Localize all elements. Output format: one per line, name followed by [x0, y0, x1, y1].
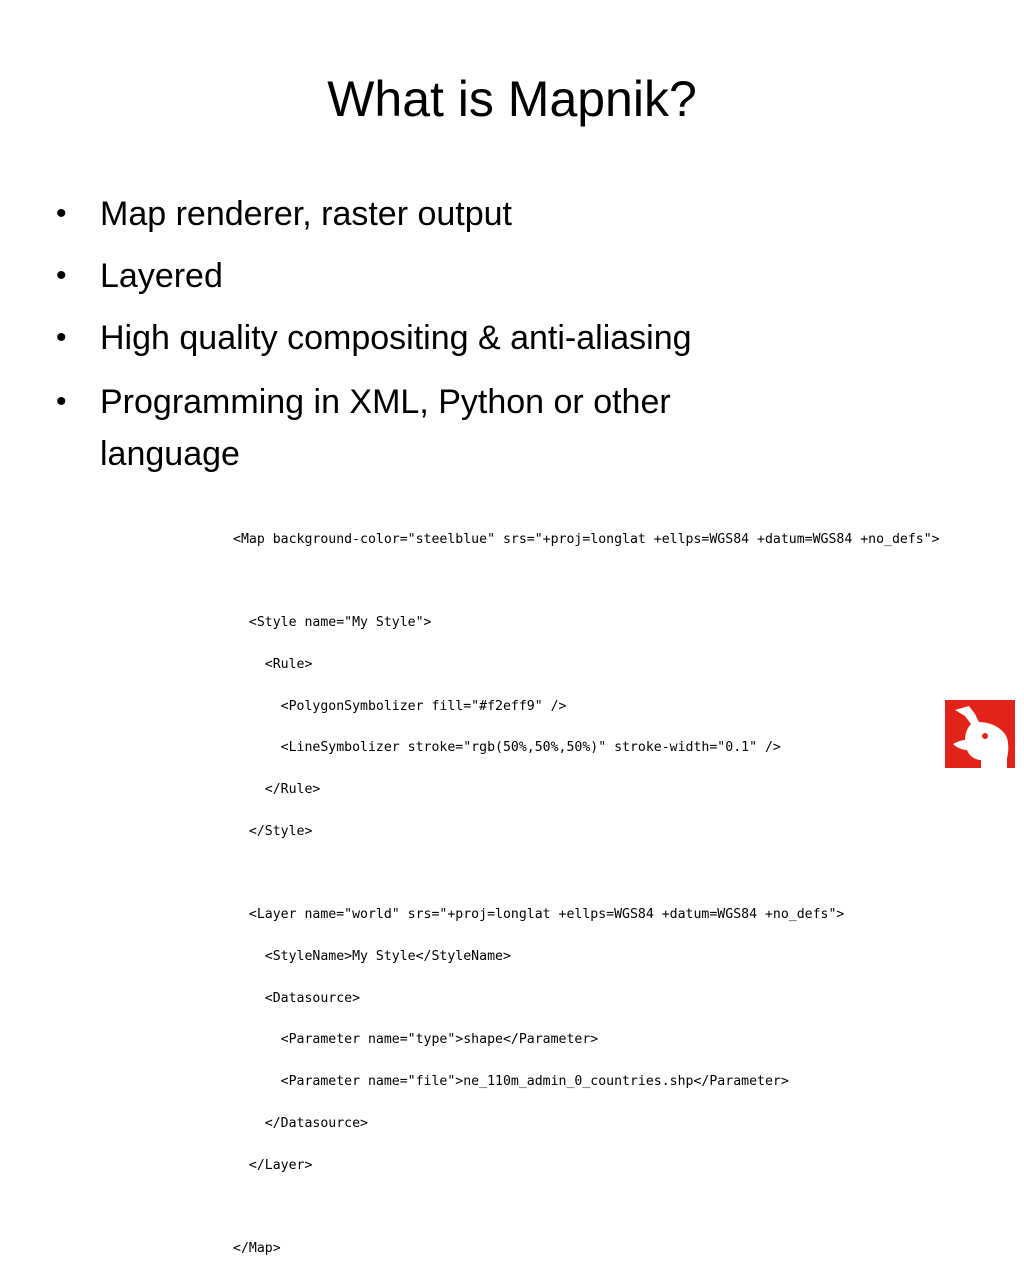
bullet-item: • Programming in XML, Python or other la…: [52, 376, 820, 480]
xml-code-block: <Map background-color="steelblue" srs="+…: [233, 505, 940, 1284]
bullet-item: • High quality compositing & anti-aliasi…: [52, 314, 952, 362]
logo-bird-head: [953, 706, 1009, 768]
bullet-dot: •: [56, 321, 67, 354]
slide: What is Mapnik? • Map renderer, raster o…: [52, 71, 1015, 1256]
slide-title: What is Mapnik?: [327, 71, 697, 127]
code-line: </Style>: [233, 823, 313, 839]
bullet-list: • Map renderer, raster output • Layered …: [52, 190, 952, 494]
code-line: <Map background-color="steelblue" srs="+…: [233, 531, 940, 547]
logo-bird-eye: [982, 733, 988, 739]
bullet-text: Layered: [100, 257, 223, 295]
code-line: <Datasource>: [233, 990, 361, 1006]
code-line: <LineSymbolizer stroke="rgb(50%,50%,50%)…: [233, 740, 781, 756]
code-line: </Layer>: [233, 1157, 313, 1173]
code-line: </Map>: [233, 1240, 281, 1256]
bullet-item: • Map renderer, raster output: [52, 190, 952, 238]
code-line: </Rule>: [233, 782, 321, 798]
bullet-dot: •: [56, 197, 67, 230]
code-line: <PolygonSymbolizer fill="#f2eff9" />: [233, 698, 567, 714]
bullet-text: Programming in XML, Python or other lang…: [100, 383, 671, 473]
code-line: <Layer name="world" srs="+proj=longlat +…: [233, 907, 845, 923]
code-line: <Style name="My Style">: [233, 615, 432, 631]
bullet-item: • Layered: [52, 252, 952, 300]
code-line: <Parameter name="type">shape</Parameter>: [233, 1032, 599, 1048]
bullet-text: Map renderer, raster output: [100, 195, 513, 233]
code-line-blank: [233, 1200, 940, 1214]
mapnik-bird-logo-icon: [945, 700, 1015, 768]
bullet-dot: •: [56, 259, 67, 292]
code-line: <StyleName>My Style</StyleName>: [233, 948, 511, 964]
code-line: <Rule>: [233, 656, 313, 672]
bullet-dot: •: [56, 385, 67, 418]
code-line-blank: [233, 867, 940, 881]
bullet-text: High quality compositing & anti-aliasing: [100, 319, 692, 357]
code-line-blank: [233, 575, 940, 589]
code-line: </Datasource>: [233, 1115, 368, 1131]
code-line: <Parameter name="file">ne_110m_admin_0_c…: [233, 1074, 789, 1090]
